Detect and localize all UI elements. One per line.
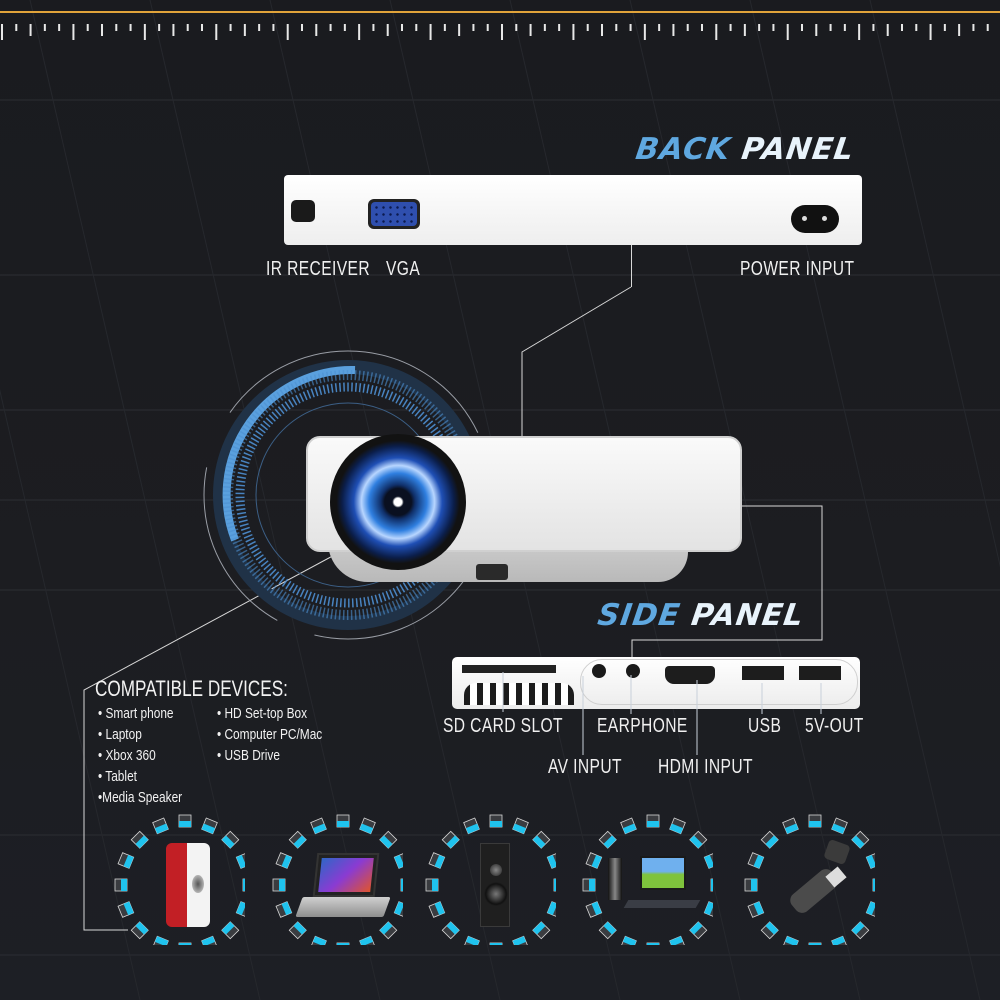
usb-label: USB	[748, 715, 782, 737]
device-item: • Laptop	[98, 727, 142, 743]
device-item: • Xbox 360	[98, 748, 156, 764]
smartphone-icon	[166, 843, 210, 927]
hdmi-input-label: HDMI INPUT	[658, 756, 753, 778]
projector-image	[306, 434, 742, 584]
device-ring-speaker-icon	[425, 814, 556, 945]
device-item: • Tablet	[98, 769, 137, 785]
sd-card-slot-label: SD CARD SLOT	[443, 715, 563, 737]
power-input-port	[791, 205, 839, 233]
power-input-label: POWER INPUT	[740, 258, 855, 280]
5v-out-label: 5V-OUT	[805, 715, 864, 737]
5v-out-port	[799, 666, 841, 680]
usb-drive-icon	[782, 838, 852, 924]
device-item: •Media Speaker	[98, 790, 183, 806]
device-item: • Smart phone	[98, 706, 174, 722]
laptop-icon	[295, 853, 391, 923]
av-input-label: AV INPUT	[548, 756, 622, 778]
vga-label: VGA	[386, 258, 421, 280]
hdmi-port	[665, 666, 715, 684]
device-ring-usb-drive-icon	[744, 814, 875, 945]
device-ring-smartphone-icon	[114, 814, 245, 945]
usb-port	[742, 666, 784, 680]
desktop-pc-icon	[608, 856, 702, 920]
ir-receiver-label: IR RECEIVER	[266, 258, 370, 280]
device-ring-laptop-icon	[272, 814, 403, 945]
speaker-icon	[480, 843, 510, 927]
back-connector-line	[631, 245, 632, 287]
accent-line	[0, 11, 1000, 13]
side-panel-image	[452, 657, 860, 709]
ruler-ticks	[1, 24, 989, 40]
earphone-label: EARPHONE	[597, 715, 688, 737]
vga-port	[368, 199, 420, 229]
device-item: • Computer PC/Mac	[217, 727, 323, 743]
lens	[330, 434, 466, 570]
sd-card-port	[462, 665, 556, 673]
back-panel-image	[284, 175, 862, 245]
compatible-devices-heading: COMPATIBLE DEVICES:	[95, 676, 288, 701]
ir-receiver-port	[291, 200, 315, 222]
earphone-port	[626, 664, 640, 678]
compatible-list-col1: • Smart phone • Laptop • Xbox 360 • Tabl…	[98, 704, 182, 809]
device-ring-desktop-pc-icon	[582, 814, 713, 945]
device-item: • USB Drive	[217, 748, 280, 764]
device-item: • HD Set-top Box	[217, 706, 308, 722]
compatible-list-col2: • HD Set-top Box • Computer PC/Mac • USB…	[217, 704, 322, 767]
vent-grille	[464, 683, 574, 705]
